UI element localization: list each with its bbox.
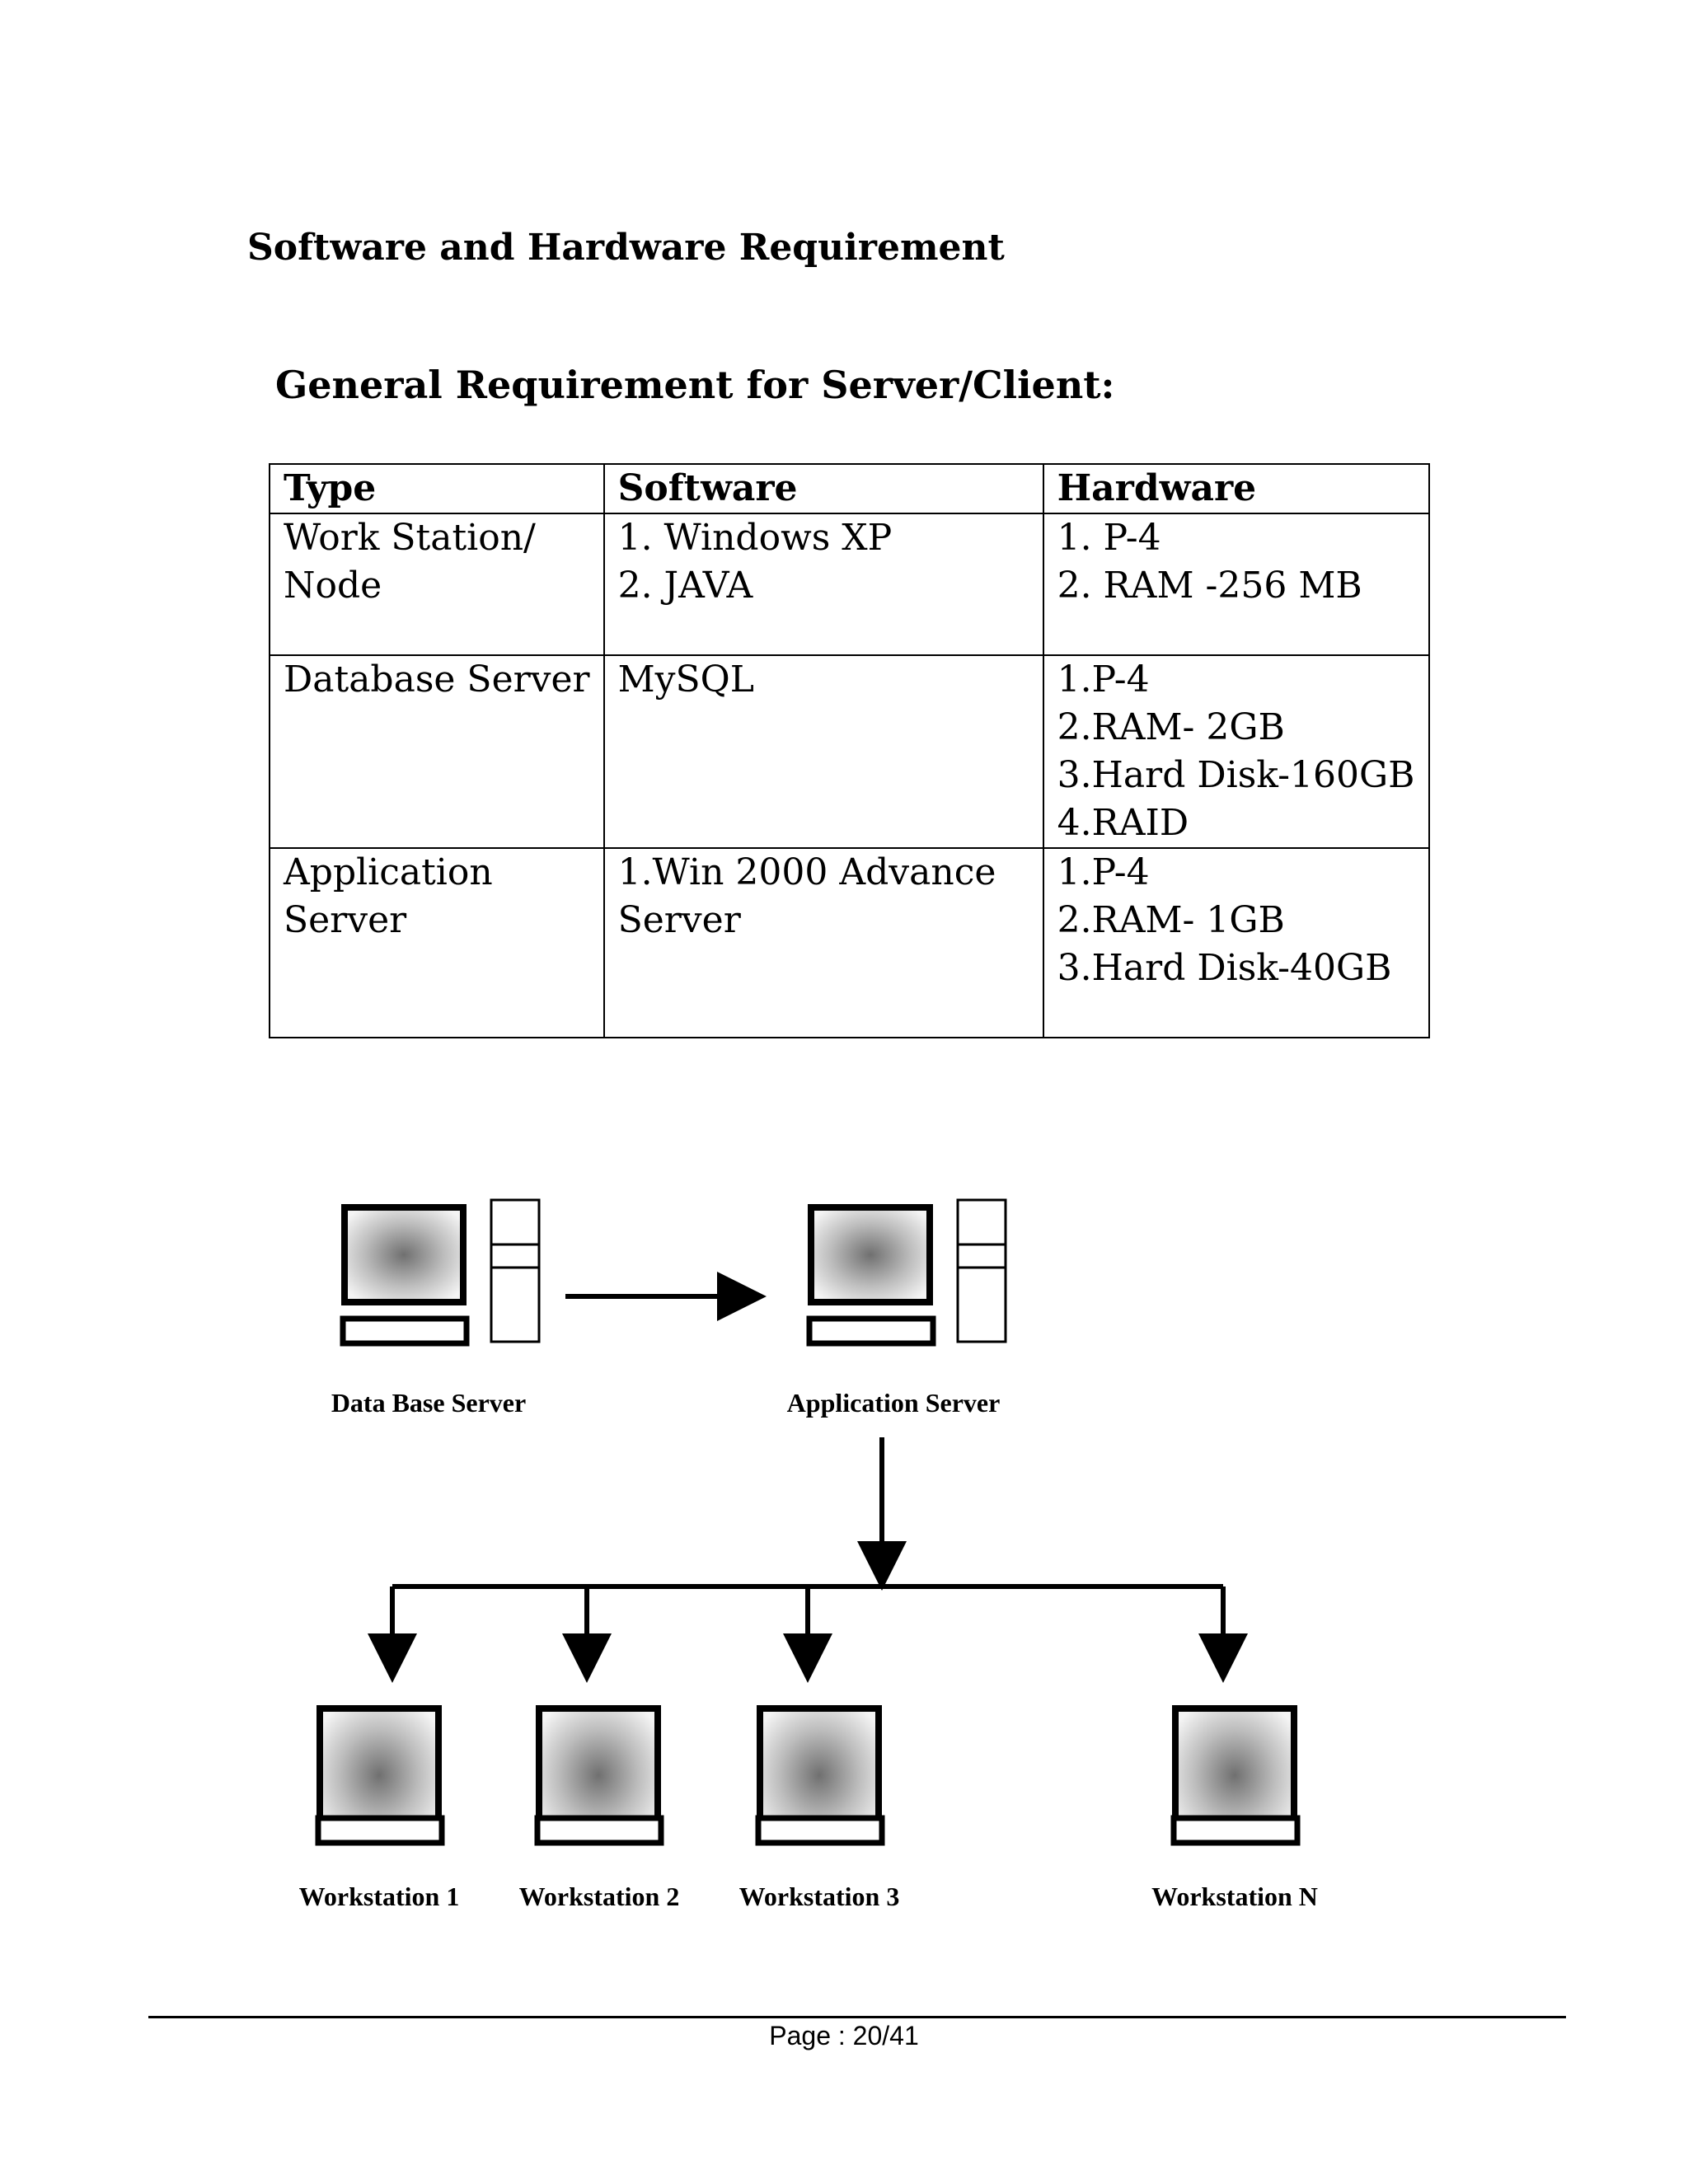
- type-line: Server: [284, 899, 407, 941]
- workstation-3-label: Workstation 3: [739, 1882, 900, 1911]
- hardware-line: 2. RAM -256 MB: [1057, 565, 1362, 607]
- table-row: Application Server 1.Win 2000 Advance Se…: [269, 847, 1430, 1038]
- software-line: Server: [617, 899, 741, 941]
- hardware-line: 1. P-4: [1057, 517, 1161, 559]
- hardware-line: 2.RAM- 2GB: [1057, 706, 1285, 748]
- type-cell: Work Station/ Node: [269, 513, 605, 656]
- workstation-1-label: Workstation 1: [299, 1882, 460, 1911]
- workstation-n-computer-icon: [1170, 1705, 1301, 1846]
- software-cell: 1.Win 2000 Advance Server: [603, 847, 1044, 1038]
- hardware-line: 3.Hard Disk-40GB: [1057, 947, 1392, 989]
- footer-divider: [148, 2016, 1566, 2018]
- hardware-line: 3.Hard Disk-160GB: [1057, 754, 1415, 796]
- app-server-label: Application Server: [787, 1388, 1001, 1418]
- workstation-2-label: Workstation 2: [519, 1882, 680, 1911]
- hardware-cell: 1.P-4 2.RAM- 1GB 3.Hard Disk-40GB: [1042, 847, 1430, 1038]
- workstation-1-computer-icon: [315, 1705, 445, 1846]
- workstation-n-label: Workstation N: [1151, 1882, 1318, 1911]
- hardware-line: 1.P-4: [1057, 658, 1150, 701]
- application-server-computer-icon: [806, 1198, 1007, 1347]
- software-line: 1.Win 2000 Advance: [617, 851, 996, 893]
- hardware-line: 4.RAID: [1057, 802, 1189, 844]
- table-row: Database Server MySQL 1.P-4 2.RAM- 2GB 3…: [269, 654, 1430, 849]
- header-type: Type: [269, 463, 605, 514]
- hardware-line: 1.P-4: [1057, 851, 1150, 893]
- software-cell: MySQL: [603, 654, 1044, 849]
- db-server-label: Data Base Server: [331, 1388, 526, 1418]
- workstation-3-computer-icon: [755, 1705, 885, 1846]
- hardware-line: 2.RAM- 1GB: [1057, 899, 1285, 941]
- workstation-2-computer-icon: [534, 1705, 664, 1846]
- table-header-row: Type Software Hardware: [269, 463, 1430, 514]
- type-cell: Application Server: [269, 847, 605, 1038]
- type-line: Application: [284, 851, 493, 893]
- header-hardware: Hardware: [1042, 463, 1430, 514]
- type-line: Work Station/: [284, 517, 536, 559]
- table-row: Work Station/ Node 1. Windows XP 2. JAVA…: [269, 513, 1430, 656]
- database-server-computer-icon: [340, 1198, 541, 1347]
- software-line: 1. Windows XP: [617, 517, 893, 559]
- page-number: Page : 20/41: [769, 2021, 919, 2050]
- software-line: 2. JAVA: [617, 565, 753, 607]
- type-line: Node: [284, 565, 382, 607]
- section-title: Software and Hardware Requirement: [247, 227, 1005, 269]
- hardware-cell: 1.P-4 2.RAM- 2GB 3.Hard Disk-160GB 4.RAI…: [1042, 654, 1430, 849]
- type-line: Database Server: [284, 658, 590, 701]
- type-cell: Database Server: [269, 654, 605, 849]
- subsection-title: General Requirement for Server/Client:: [275, 363, 1115, 407]
- software-cell: 1. Windows XP 2. JAVA: [603, 513, 1044, 656]
- header-software: Software: [603, 463, 1044, 514]
- requirements-table: Type Software Hardware Work Station/ Nod…: [269, 463, 1430, 1038]
- hardware-cell: 1. P-4 2. RAM -256 MB: [1042, 513, 1430, 656]
- software-line: MySQL: [617, 658, 754, 701]
